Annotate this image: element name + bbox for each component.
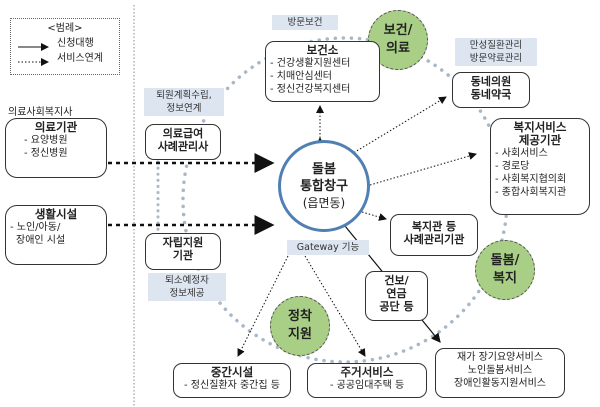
text-line: 지원 (288, 327, 312, 342)
welfare-provider-box: 복지서비스 제공기관 - 사회서비스 - 경로당 - 사회복지협의회 - 종합사… (490, 118, 590, 215)
text-line: 장애인활동지원서비스 (454, 378, 546, 389)
text-line: 정보제공 (169, 288, 205, 299)
text-line: 복지 (493, 271, 517, 286)
text-line: - 공공임대주택 등 (329, 380, 405, 391)
text-line: 기관 (172, 249, 194, 262)
text-line: 방문약료관리 (469, 53, 523, 64)
domain-care: 돌봄/복지 (475, 240, 535, 300)
text-line: 의료기관 (34, 120, 78, 134)
medical-social-worker-caption: 의료사회복지사 (8, 107, 73, 118)
text-line: 복지관 등 (411, 220, 457, 233)
text-line: 의료 (386, 41, 410, 56)
text-line: 사례관리기관 (403, 233, 465, 246)
text-line: - 사회복지협의회 (495, 174, 567, 185)
text-line: 공단 등 (379, 300, 414, 313)
public-health-center-box: 보건소 - 건강생활지원센터 - 치매안심센터 - 정신건강복지센터 (265, 41, 380, 102)
text-line: 정보연계 (166, 103, 202, 114)
halfway-house-box: 중간시설- 정신질환자 중간집 등 (173, 363, 291, 398)
text-line: 보건/ (383, 23, 413, 38)
text-line: 재가 장기요양서비스 (457, 352, 543, 363)
discharge-plan-label: 퇴원계획수립, 정보연계 (144, 88, 224, 116)
text-line: 보건소 (306, 43, 339, 57)
text-line: 사례관리사 (157, 140, 209, 153)
text-line: - 노인/아동/ (10, 222, 61, 233)
text-line: 자립지원 (162, 236, 204, 249)
text-line: 장애인 시설 (16, 235, 66, 246)
text-line: - 정신병원 (24, 148, 68, 159)
center-line2: 통합창구 (300, 178, 348, 194)
text-line: 연금 (386, 287, 407, 300)
gateway-label: Gateway 기능 (287, 240, 369, 255)
center-line3: (읍면동) (302, 195, 346, 210)
housing-service-box: 주거서비스- 공공임대주택 등 (307, 363, 427, 398)
legend: <범례> 신청대행 서비스연계 (10, 18, 120, 75)
text-line: - 경로당 (495, 161, 530, 172)
text-line: 복지서비스 (513, 120, 567, 134)
text-line: 의료급여 (162, 127, 204, 140)
text-line: 건보/ (384, 274, 409, 287)
text-line: 생활시설 (34, 207, 78, 221)
text-line: 퇴소예정자 (165, 275, 209, 286)
legend-solid: 신청대행 (57, 38, 94, 49)
text-line: 동네의원 (470, 75, 512, 88)
living-facility-box: 생활시설 - 노인/아동/ 장애인 시설 (5, 205, 107, 265)
text-line: 중간시설 (210, 365, 254, 379)
text-line: 노인돌봄서비스 (467, 365, 533, 376)
visit-health-label: 방문보건 (272, 15, 338, 30)
text-line: 퇴원계획수립, (156, 90, 212, 101)
text-line: 돌봄/ (490, 253, 520, 268)
domain-health: 보건/의료 (368, 10, 428, 70)
text-line: - 정신질환자 중간집 등 (184, 380, 280, 391)
text-line: 정착 (288, 309, 312, 324)
text-line: - 정신건강복지센터 (270, 84, 351, 95)
text-line: 만성질환관리 (469, 40, 523, 51)
text-line: 주거서비스 (340, 365, 394, 379)
text-line: - 사회서비스 (495, 148, 548, 159)
center-line1: 돌봄 (312, 161, 336, 177)
text-line: - 건강생활지원센터 (270, 58, 351, 69)
text-line: - 종합사회복지관 (495, 187, 567, 198)
text-line: - 치매안심센터 (270, 71, 332, 82)
legend-title: <범례> (47, 23, 83, 34)
text-line: 제공기관 (518, 133, 562, 147)
integrated-care-window: 돌봄 통합창구 (읍면동) (278, 140, 370, 232)
medical-institution-box: 의료기관 - 요양병원 - 정신병원 (5, 118, 107, 178)
legend-dotted: 서비스연계 (57, 53, 103, 64)
text-line: 동네약국 (470, 88, 512, 101)
text-line: - 요양병원 (24, 135, 68, 146)
